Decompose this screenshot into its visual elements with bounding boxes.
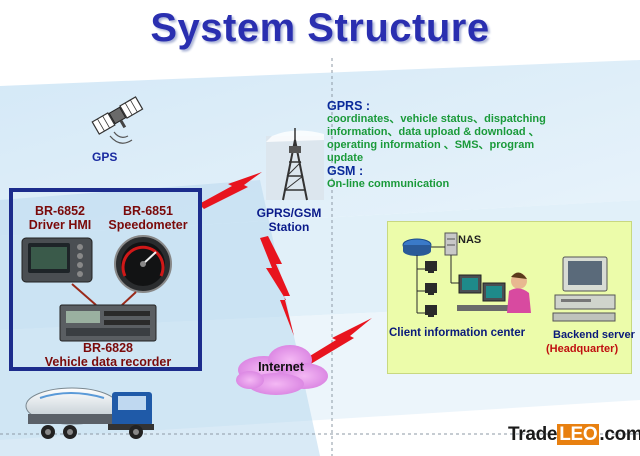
hmi-model: BR-6852 bbox=[34, 204, 86, 218]
operator-desk-icon bbox=[457, 272, 531, 313]
lightning-station-internet bbox=[260, 236, 294, 336]
station-label-line2: Station bbox=[268, 220, 310, 234]
speedometer-label: BR-6851 Speedometer bbox=[102, 204, 194, 232]
lightning-links bbox=[199, 172, 372, 368]
gprs-line: information、data upload & download 、 bbox=[327, 126, 540, 138]
satellite-icon bbox=[91, 96, 144, 144]
recorder-model: BR-6828 bbox=[82, 341, 134, 355]
vehicle-devices-box bbox=[9, 188, 202, 371]
vehicle-recorder-device bbox=[59, 304, 157, 342]
device-wires bbox=[71, 283, 137, 306]
internet-cloud bbox=[236, 345, 328, 395]
gprs-heading: GPRS : bbox=[327, 99, 371, 113]
client-network-drawing bbox=[402, 232, 616, 322]
router-icon bbox=[402, 238, 432, 256]
tanker-truck-icon bbox=[25, 387, 154, 439]
gprs-line: coordinates、vehicle status、dispatching bbox=[327, 113, 546, 125]
gprs-line: operating information 、SMS、program bbox=[327, 139, 535, 151]
gsm-heading: GSM : bbox=[327, 164, 364, 178]
headquarter-label: (Headquarter) bbox=[546, 343, 619, 355]
station-label-line1: GPRS/GSM bbox=[256, 206, 322, 220]
station-label: GPRS/GSM Station bbox=[244, 206, 334, 234]
brand-part2: LEO bbox=[557, 424, 600, 445]
network-lines bbox=[416, 246, 465, 314]
speedometer-name: Speedometer bbox=[108, 218, 188, 232]
recorder-name: Vehicle data recorder bbox=[44, 355, 172, 369]
brand-part1: Trade bbox=[508, 424, 558, 445]
client-center-label: Client information center bbox=[389, 327, 526, 339]
driver-hmi-device bbox=[21, 237, 93, 283]
recorder-label: BR-6828 Vehicle data recorder bbox=[20, 341, 196, 369]
gsm-line: On-line communication bbox=[327, 178, 450, 190]
backend-server-label: Backend server bbox=[553, 329, 635, 341]
internet-label: Internet bbox=[258, 360, 304, 374]
hmi-name: Driver HMI bbox=[28, 218, 92, 232]
gps-label: GPS bbox=[92, 150, 118, 164]
lightning-vehicle-station bbox=[199, 172, 262, 209]
lightning-internet-client bbox=[300, 318, 372, 368]
nas-label: NAS bbox=[458, 234, 482, 246]
gprs-line: update bbox=[327, 152, 364, 164]
backend-server-icon bbox=[552, 256, 616, 322]
page-title: System Structure bbox=[150, 6, 490, 50]
speedometer-device bbox=[114, 235, 172, 293]
nas-icon bbox=[444, 232, 458, 256]
radio-tower-icon bbox=[266, 128, 324, 201]
brand-part3: .com bbox=[599, 424, 640, 445]
hmi-label: BR-6852 Driver HMI bbox=[20, 204, 100, 232]
communication-info: GPRS : coordinates、vehicle status、dispat… bbox=[327, 100, 557, 191]
speedometer-model: BR-6851 bbox=[122, 204, 174, 218]
workstation-icon bbox=[425, 261, 437, 317]
